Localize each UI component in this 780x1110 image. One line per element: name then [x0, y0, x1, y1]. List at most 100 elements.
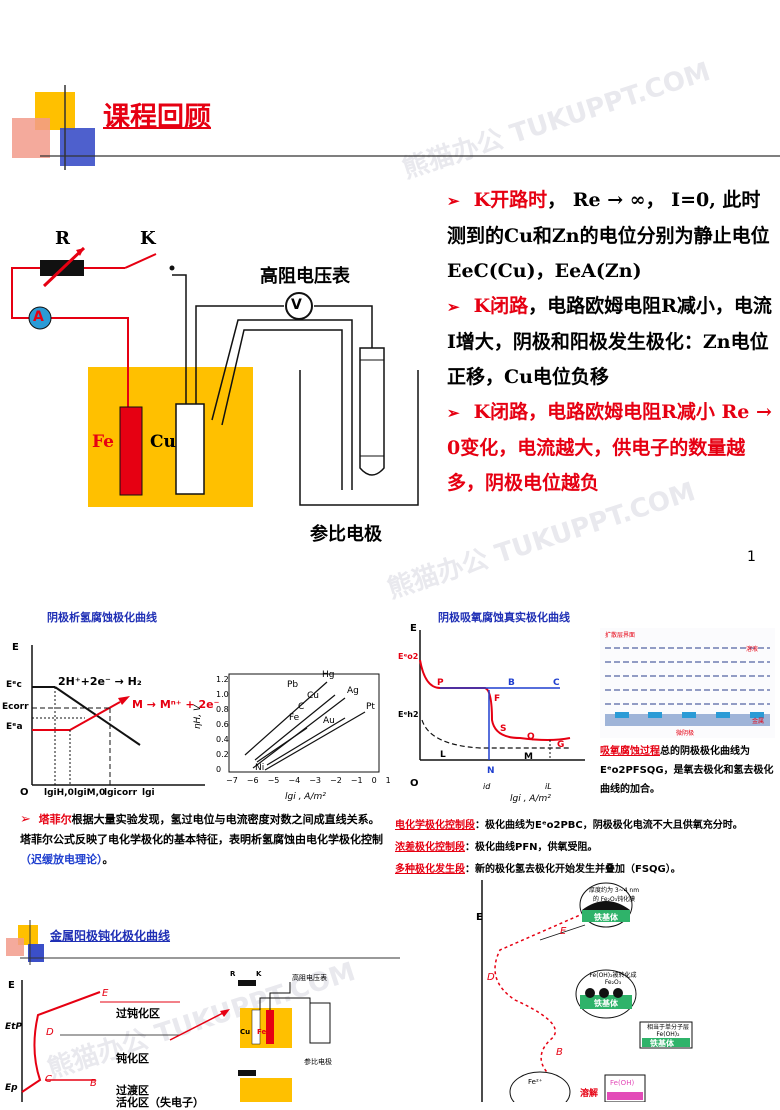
o2-img-label-cathode: 微阴极 — [676, 730, 695, 737]
ammeter-label: A — [33, 309, 44, 325]
o2-label-l: L — [440, 750, 446, 760]
resistor-label: R — [55, 228, 70, 249]
film-label-base-3: 铁基体 — [650, 1039, 674, 1048]
region-transpassive: 过钝化区 — [116, 1007, 160, 1020]
region-passive: 钝化区 — [116, 1052, 149, 1065]
o2-x-tick-id: id — [483, 782, 491, 791]
mini-cu: Cu — [240, 1028, 251, 1036]
o2-img-label-solution: 溶液 — [746, 646, 759, 653]
right-point-b: B — [556, 1047, 563, 1058]
metal-au: Au — [323, 716, 335, 726]
s3-point-e: E — [102, 988, 109, 999]
o2-x-tick-il: iL — [545, 782, 552, 791]
o2-description: 吸氧腐蚀过程总的阴极极化曲线为Eᵉo2PFSQG，是氧去极化和氢去极化曲线的加合… — [600, 746, 774, 795]
o2-y-tick-eo2: Eᵉo2 — [398, 652, 419, 661]
o2-axis-o: O — [410, 778, 419, 789]
s3-point-b: B — [90, 1078, 97, 1089]
film-label-monolayer: 相当于单分子层Fe(OH)₂ — [646, 1024, 689, 1038]
switch-label: K — [140, 228, 156, 249]
s3-point-d: D — [46, 1027, 54, 1038]
o2-img-label-metal: 金属 — [752, 718, 765, 725]
y-tick-ea: Eᵉa — [6, 722, 23, 732]
o2-label-g: G — [557, 740, 565, 750]
o2-notes: 电化学极化控制段：极化曲线为Eᵉo2PBC，阴极极化电流不大且供氧充分时。 浓差… — [395, 815, 780, 881]
o2-label-p: P — [437, 678, 444, 688]
axis-e: E — [12, 642, 19, 653]
film-label-dissolve: 溶解 — [580, 1089, 599, 1099]
bullet-3: ➢K闭路，电路欧姆电阻R减小 Re → 0变化，电流越大，供电子的数量越多，阴极… — [447, 401, 772, 494]
y-tick-ec: Eᵉc — [6, 680, 22, 690]
page-title: 课程回顾 — [103, 102, 211, 133]
film-label-base-1: 铁基体 — [594, 913, 618, 922]
page-number: 1 — [747, 549, 756, 565]
o2-label-f: F — [494, 694, 501, 704]
o2-diffusion-schematic — [600, 628, 775, 738]
o2-label-q: Q — [527, 732, 535, 742]
region-transition: 过渡区 — [116, 1084, 149, 1097]
film-stages-diagram — [481, 880, 693, 1102]
film-label-fe2o3: 厚度约为 3~4 nm 的 Fe₂O₃钝化膜 — [588, 887, 640, 903]
s3-axis-e: E — [8, 980, 15, 991]
cu-label: Cu — [150, 432, 176, 452]
axis-o: O — [20, 787, 29, 798]
metal-ni: Ni — [255, 763, 265, 773]
mini-fe: Fe — [257, 1028, 267, 1036]
metal-pt: Pt — [366, 702, 375, 712]
voltmeter-label: V — [291, 297, 302, 313]
y-tick-ecorr: Ecorr — [2, 702, 29, 712]
o2-x-label: lgi , A/m² — [510, 794, 551, 804]
tafel-y-label: ηH, V — [193, 704, 204, 730]
note-3: 多种极化发生段：新的极化氢去极化开始发生并叠加（FSQG）。 — [395, 864, 681, 875]
o2-axis-e: E — [410, 623, 417, 634]
metal-fe: Fe — [289, 713, 300, 723]
metal-equation: M → Mⁿ⁺ + 2e⁻ — [132, 698, 220, 711]
h2-polarization-diagram — [31, 645, 205, 786]
s3-point-c: C — [45, 1074, 52, 1085]
tafel-x-label: lgi , A/m² — [285, 792, 326, 802]
right-point-e: E — [560, 926, 567, 937]
o2-label-n: N — [487, 766, 495, 776]
slide3-arrows — [169, 1009, 230, 1041]
tafel-caption: ➢ 塔菲尔根据大量实验发现，氢过电位与电流密度对数之间成直线关系。塔菲尔公式反映… — [20, 812, 383, 866]
o2-y-tick-eh2: Eᵉh2 — [398, 710, 419, 719]
metal-cu: Cu — [307, 691, 319, 701]
bullet-1: ➢K开路时， Re → ∞， I=0, 此时测到的Cu和Zn的电位分别为静止电位… — [447, 189, 770, 282]
mini-voltmeter-title: 高阻电压表 — [292, 974, 327, 982]
x-tick-icorr: lgicorr — [104, 788, 138, 798]
o2-img-label-diffusion: 扩散层界面 — [605, 632, 636, 639]
tafel-plot — [228, 673, 380, 773]
left-chart-title: 阴极析氢腐蚀极化曲线 — [47, 611, 157, 624]
right-chart-title: 阴极吸氧腐蚀真实极化曲线 — [438, 611, 570, 624]
mini-r: R — [230, 970, 236, 978]
o2-label-m: M — [524, 752, 533, 762]
o2-polarization-diagram — [419, 630, 585, 761]
metal-ag: Ag — [347, 686, 359, 696]
note-1: 电化学极化控制段：极化曲线为Eᵉo2PBC，阴极极化电流不大且供氧充分时。 — [395, 820, 743, 831]
slide3-title: 金属阳极钝化极化曲线 — [50, 929, 171, 943]
right-point-d: D — [487, 972, 495, 983]
o2-label-b: B — [508, 678, 515, 688]
circuit-diagram — [11, 246, 419, 507]
metal-c: C — [298, 702, 305, 712]
mini-k: K — [256, 970, 262, 978]
h2-equation: 2H⁺+2e⁻ → H₂ — [58, 675, 142, 688]
s3-y-tick-etp: EtP — [5, 1022, 23, 1032]
s3-y-tick-ep: Ep — [5, 1083, 18, 1093]
o2-label-c: C — [553, 678, 560, 688]
x-tick-im0: lgiM,0 — [74, 788, 106, 798]
metal-pb: Pb — [287, 680, 299, 690]
passivation-curve — [21, 980, 180, 1102]
bullet-2: ➢K闭路，电路欧姆电阻R减小，电流I增大，阴极和阳极发生极化：Zn电位正移，Cu… — [447, 295, 772, 388]
right-axis-e: E — [476, 912, 483, 923]
film-label-conversion: Fe(OH)₂被转化成Fe₂O₃ — [589, 972, 637, 986]
mini-circuit — [238, 980, 331, 1102]
film-label-base-2: 铁基体 — [594, 999, 618, 1008]
mini-ref: 参比电极 — [304, 1058, 332, 1066]
title-decoration — [12, 85, 780, 170]
film-label-feoh: Fe(OH) — [610, 1079, 635, 1087]
bullet-list: ➢K开路时， Re → ∞， I=0, 此时测到的Cu和Zn的电位分别为静止电位… — [447, 183, 777, 501]
film-label-fe2plus: Fe²⁺ — [528, 1078, 543, 1086]
note-2: 浓差极化控制段：极化曲线PFN，供氧受阻。 — [395, 842, 598, 853]
